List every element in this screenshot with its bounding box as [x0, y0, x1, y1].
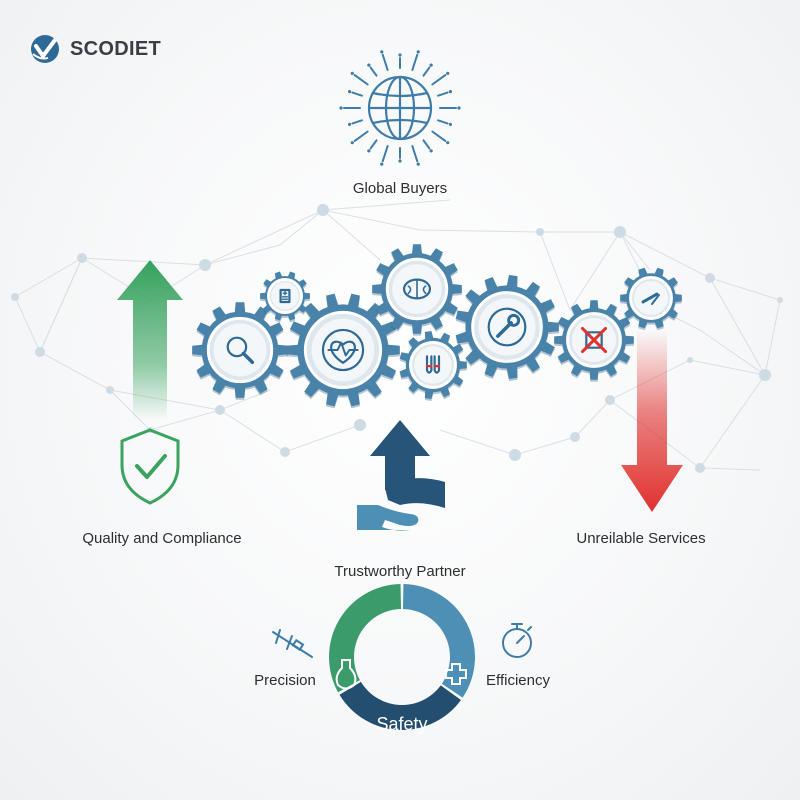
gear-heart-pulse — [286, 293, 400, 409]
heart-pulse-icon — [321, 328, 365, 372]
gear-document — [260, 271, 310, 323]
wheel-segment-efficiency — [402, 584, 476, 698]
green-up-arrow — [117, 260, 183, 420]
gear-magnifier — [192, 302, 288, 400]
caliper-icon — [272, 629, 313, 658]
test-tubes-icon — [425, 355, 441, 374]
trustworthy-label: Trustworthy Partner — [334, 563, 466, 580]
wheel-segment-safety — [339, 681, 461, 730]
crossed-circuit-icon — [580, 326, 608, 354]
unreliable-label: Unreilable Services — [576, 530, 706, 547]
stopwatch-icon — [502, 623, 532, 658]
flask-icon — [335, 659, 357, 690]
navy-up-arrow — [370, 420, 430, 490]
document-icon — [279, 288, 291, 304]
safety-label: Safety — [376, 714, 428, 734]
scodiet-logo-icon — [31, 35, 59, 63]
handshake-icon — [357, 478, 445, 531]
globe-icon — [367, 75, 433, 141]
quality-label: Quality and Compliance — [82, 530, 242, 547]
red-down-arrow — [621, 330, 683, 512]
shield-check-icon — [120, 428, 180, 505]
globe-rays-icon — [339, 50, 461, 166]
precision-label: Precision — [254, 672, 316, 689]
gear-brain — [372, 244, 462, 336]
wrench-icon — [487, 307, 527, 347]
medical-cross-icon — [445, 663, 467, 685]
global-buyers-label: Global Buyers — [352, 180, 448, 197]
wheel-segment-precision — [328, 584, 402, 693]
brain-icon — [402, 278, 432, 300]
gear-screwdriver — [620, 267, 682, 331]
screwdriver-icon — [641, 292, 660, 305]
magnifier-icon — [226, 336, 255, 365]
gear-test-tubes — [399, 331, 467, 401]
gear-crossed-circuit — [554, 300, 634, 382]
brand-logo: SCODIET — [30, 34, 161, 64]
gear-wrench — [455, 275, 559, 381]
efficiency-label: Efficiency — [486, 672, 550, 689]
brand-name: SCODIET — [70, 37, 161, 60]
